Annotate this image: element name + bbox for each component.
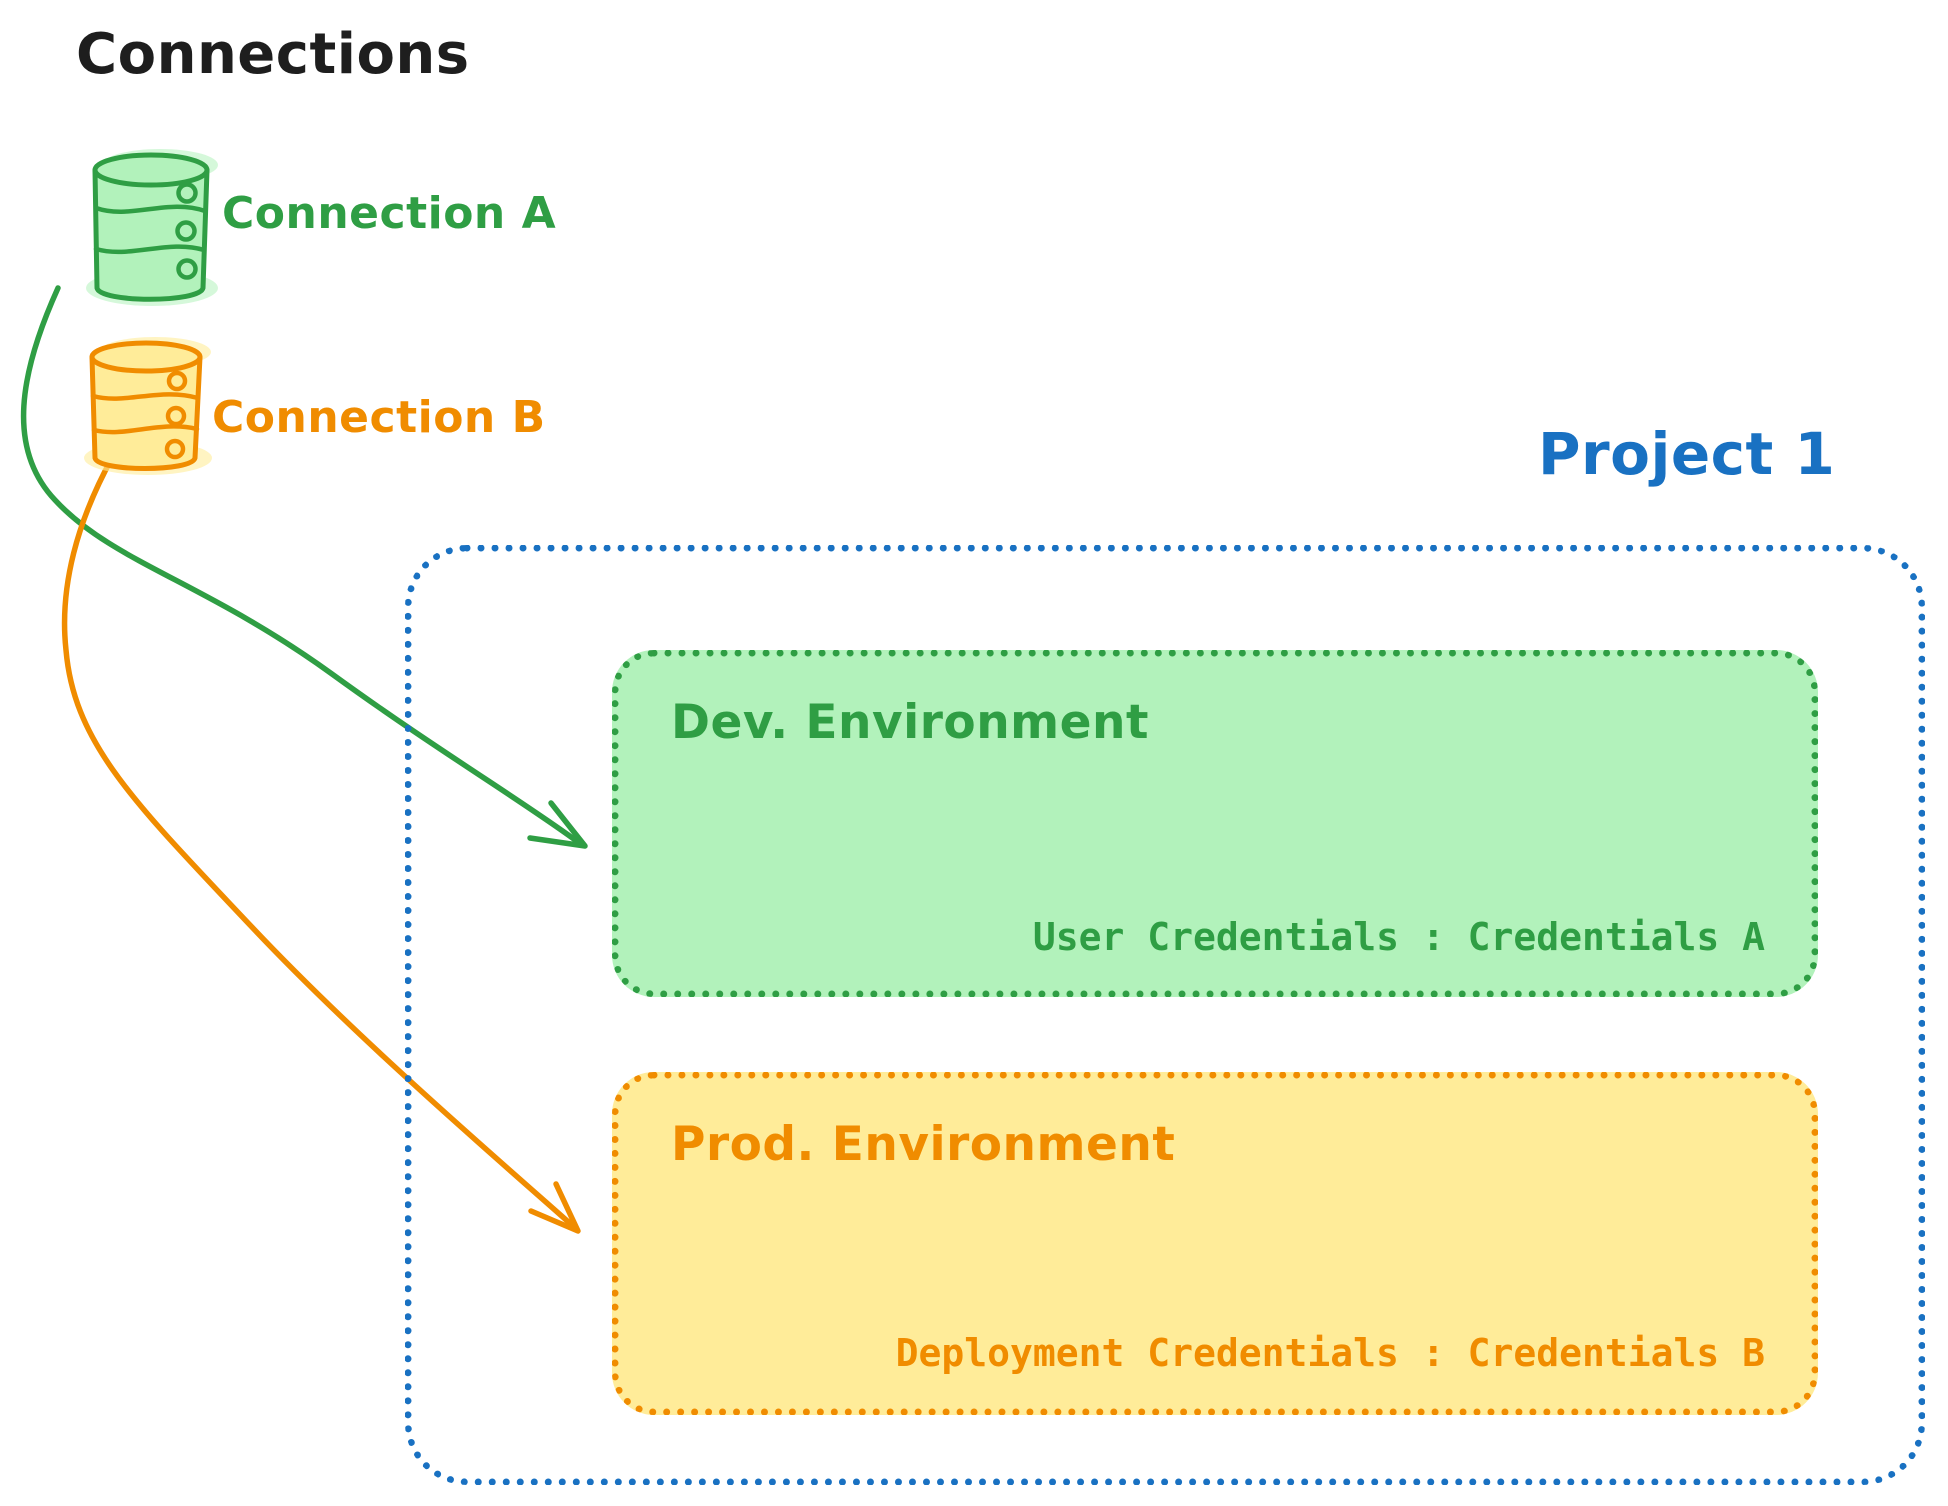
connection-b-label: Connection B	[212, 392, 546, 443]
prod-environment-box: Prod. Environment Deployment Credentials…	[612, 1072, 1818, 1415]
prod-credentials-text: Deployment Credentials : Credentials B	[895, 1331, 1765, 1375]
dev-environment-box: Dev. Environment User Credentials : Cred…	[612, 650, 1818, 997]
project-title: Project 1	[1538, 420, 1836, 488]
prod-environment-label: Prod. Environment	[671, 1117, 1176, 1172]
dev-credentials-text: User Credentials : Credentials A	[1032, 915, 1765, 959]
dev-environment-label: Dev. Environment	[671, 695, 1149, 750]
connection-a-label: Connection A	[222, 188, 557, 239]
connection-a-database-icon	[86, 149, 218, 306]
diagram-title: Connections	[76, 22, 470, 87]
project-box	[405, 545, 1925, 1485]
connection-b-database-icon	[84, 337, 212, 475]
